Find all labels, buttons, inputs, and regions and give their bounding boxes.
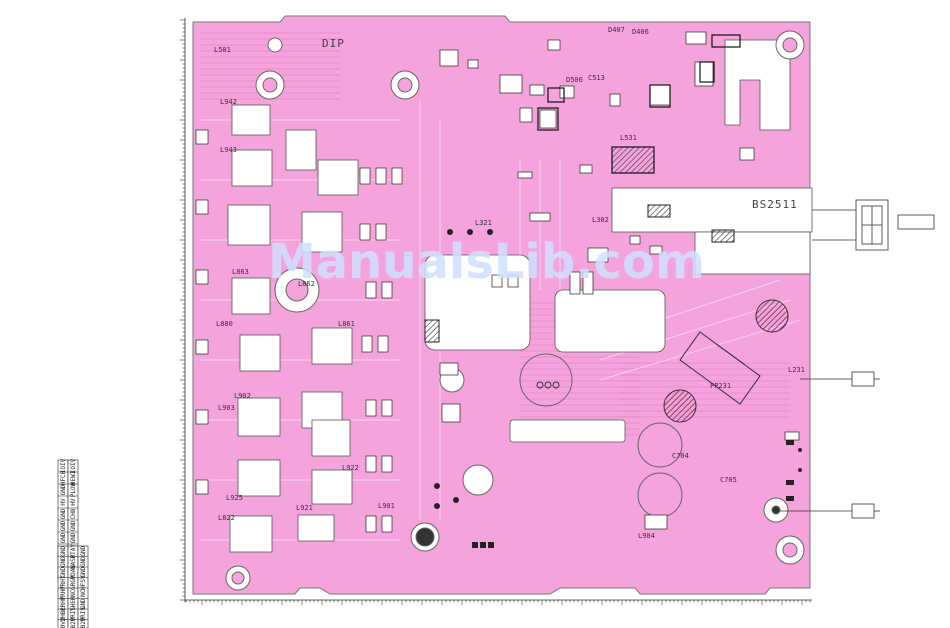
- connector-b-pin-label: PRHT: [60, 586, 67, 601]
- connector-b-pin-label: NC: [80, 589, 87, 597]
- label-fp231: FP231: [710, 382, 731, 390]
- connector-b-pin-label: 2HBL: [60, 607, 67, 622]
- connector-b-pin-label: GND: [80, 545, 87, 556]
- label-d407: D407: [608, 26, 625, 34]
- connector-a-pin-label: HFCH: [60, 470, 67, 485]
- connector-b-pin-label: NC: [70, 589, 77, 597]
- label-c704: C704: [672, 452, 689, 460]
- connector-a-pin-label: GND: [60, 484, 67, 495]
- connector-b-pin-label: PRHT: [60, 575, 67, 590]
- ruler-bottom: [185, 599, 812, 605]
- connector-b-pin-label: GRGV: [70, 575, 77, 590]
- heatsink-regions: [424, 39, 813, 443]
- connector-b-pin-table: GNDGNDGNDPRHTPRHTPRHT2HBL20VVP2WP2BPTAYW…: [57, 544, 89, 628]
- connector-a-pin-label: HV: [70, 498, 77, 506]
- label-l501: L501: [214, 46, 231, 54]
- label-bs2511: BS2511: [752, 198, 798, 211]
- label-l921: L921: [296, 504, 313, 512]
- label-l231: L231: [788, 366, 805, 374]
- label-l922: L922: [342, 464, 359, 472]
- label-l822: L822: [218, 514, 235, 522]
- connector-b-pin-label: GND: [80, 598, 87, 609]
- connector-a-pin-label: HV: [60, 498, 67, 506]
- connector-a-pin-label: IOIV: [60, 458, 67, 473]
- label-c513: C513: [588, 74, 605, 82]
- connector-b-pin-label: GND: [60, 566, 67, 577]
- connector-b-pin-label: GND: [60, 545, 67, 556]
- connector-a-pin-label: GND: [60, 508, 67, 519]
- connector-a-pin-label: PLOW: [70, 482, 77, 497]
- ruler-left: [180, 18, 186, 602]
- label-l903: L903: [218, 404, 235, 412]
- connector-b-pin-label: GND: [80, 566, 87, 577]
- connector-b-pin-label: PDAS: [70, 565, 77, 580]
- connector-b-pin-label: WASK: [70, 554, 77, 569]
- label-l942: L942: [220, 98, 237, 106]
- label-l943: L943: [220, 146, 237, 154]
- label-c705: C705: [720, 476, 737, 484]
- hatched-pads: [424, 146, 789, 423]
- label-l862: L862: [298, 280, 315, 288]
- coil-component: [536, 331, 761, 405]
- label-d506: D506: [566, 76, 583, 84]
- connector-a-pin-label: HEWI: [70, 470, 77, 485]
- watermark-text: ManualsLib.com: [268, 234, 705, 290]
- label-l901: L901: [378, 502, 395, 510]
- label-l302: L302: [592, 216, 609, 224]
- connector-a-pin-label: GND: [70, 532, 77, 543]
- connector-b-pin-label: PRHT: [60, 596, 67, 611]
- connector-b-pin-label: TB2V: [80, 617, 87, 628]
- connector-b-pin-label: PTAY: [70, 544, 77, 559]
- label-l531: L531: [620, 134, 637, 142]
- connector-b-pin-label: THER: [70, 596, 77, 611]
- label-l904: L904: [638, 532, 655, 540]
- board-labels: DIP BS2511 L531 L862 L901 L231 L904 L921…: [214, 26, 805, 540]
- label-dip: DIP: [322, 37, 345, 50]
- smd-components: [195, 31, 800, 533]
- connector-a-pin-label: GND: [60, 532, 67, 543]
- connector-b-pin-label: PRIS: [70, 607, 77, 622]
- connector-b-pin-label: 20VV: [60, 617, 67, 628]
- label-l321: L321: [475, 219, 492, 227]
- label-l880: L880: [216, 320, 233, 328]
- connector-a-pin-label: GND: [70, 520, 77, 531]
- label-d406: D406: [632, 28, 649, 36]
- connector-b-pin-label: GND: [60, 556, 67, 567]
- connector-b-pin-label: TB2V: [70, 617, 77, 628]
- label-l902: L902: [234, 392, 251, 400]
- connector-a-pin-label: GND: [60, 520, 67, 531]
- connector-b-pin-label: HFSV: [80, 575, 87, 590]
- ic-packages: [537, 34, 741, 174]
- dark-pads: [434, 229, 802, 548]
- label-l863: L863: [232, 268, 249, 276]
- right-connectors: [780, 199, 935, 519]
- label-l861: L861: [338, 320, 355, 328]
- connector-a-pin-label: CH8: [70, 508, 77, 519]
- connector-b-pin-label: GND: [80, 556, 87, 567]
- connector-a-pin-label: IOIV: [70, 458, 77, 473]
- label-l925: L925: [226, 494, 243, 502]
- inductor-blocks: [227, 104, 359, 553]
- connector-b-pin-label: PRIS: [80, 607, 87, 622]
